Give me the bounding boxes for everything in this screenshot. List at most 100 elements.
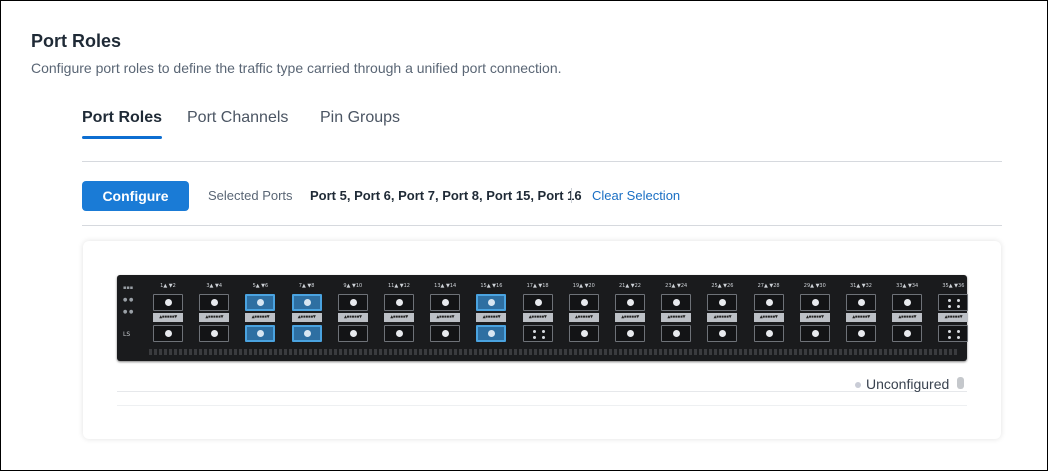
port-led-icon xyxy=(811,299,819,306)
port-group: 17▲ ▼18▲▪▪▪▪▪▼ xyxy=(519,283,557,349)
port-26[interactable] xyxy=(707,325,738,342)
port-lane-icon xyxy=(532,336,536,339)
port-lane-icon xyxy=(948,305,952,308)
port-group-label: 19▲ ▼20 xyxy=(572,283,595,289)
port-11[interactable] xyxy=(384,294,414,311)
port-33[interactable] xyxy=(892,294,923,311)
port-group: 23▲ ▼24▲▪▪▪▪▪▼ xyxy=(657,283,695,349)
port-14[interactable] xyxy=(430,325,461,342)
port-group-marker-arrows-icon: ▲▪▪▪▪▪▼ xyxy=(297,314,316,320)
port-group-label: 11▲ ▼12 xyxy=(387,283,410,289)
port-12[interactable] xyxy=(384,325,414,342)
port-led-icon xyxy=(488,299,496,306)
port-15[interactable] xyxy=(476,294,507,311)
port-led-icon xyxy=(211,330,219,337)
port-group-marker: ▲▪▪▪▪▪▼ xyxy=(799,313,830,322)
port-group-label: 15▲ ▼16 xyxy=(480,283,503,289)
port-34[interactable] xyxy=(892,325,923,342)
port-group: 33▲ ▼34▲▪▪▪▪▪▼ xyxy=(888,283,926,349)
port-9[interactable] xyxy=(337,294,368,311)
tab-pin-groups[interactable]: Pin Groups xyxy=(320,109,401,126)
port-group-label: 9▲ ▼10 xyxy=(343,283,363,289)
port-group-marker: ▲▪▪▪▪▪▼ xyxy=(938,313,969,322)
port-led-icon xyxy=(719,330,727,337)
port-group-marker: ▲▪▪▪▪▪▼ xyxy=(245,313,276,322)
tab-port-channels[interactable]: Port Channels xyxy=(187,109,289,126)
port-24[interactable] xyxy=(661,325,692,342)
port-4[interactable] xyxy=(199,325,230,342)
port-led-icon xyxy=(627,299,634,306)
port-1[interactable] xyxy=(153,294,183,311)
port-group-marker-arrows-icon: ▲▪▪▪▪▪▼ xyxy=(852,314,870,320)
port-lane-icon xyxy=(541,330,545,333)
port-group-marker-arrows-icon: ▲▪▪▪▪▪▼ xyxy=(159,314,177,320)
port-led-icon xyxy=(396,299,403,306)
port-31[interactable] xyxy=(846,294,876,311)
port-group: 25▲ ▼26▲▪▪▪▪▪▼ xyxy=(703,283,741,349)
port-28[interactable] xyxy=(753,325,784,342)
port-led-icon xyxy=(442,330,450,337)
legend-border xyxy=(117,391,967,392)
port-group: 1▲ ▼2▲▪▪▪▪▪▼ xyxy=(149,283,187,349)
port-13[interactable] xyxy=(430,294,461,311)
port-36[interactable] xyxy=(938,325,969,342)
port-5[interactable] xyxy=(245,294,276,311)
port-19[interactable] xyxy=(568,294,599,311)
port-27[interactable] xyxy=(753,294,784,311)
port-group-label: 7▲ ▼8 xyxy=(298,283,315,289)
port-group-marker-arrows-icon: ▲▪▪▪▪▪▼ xyxy=(898,314,916,320)
configure-button[interactable]: Configure xyxy=(82,181,189,211)
selected-ports-label: Selected Ports xyxy=(208,188,293,203)
port-7[interactable] xyxy=(291,294,322,311)
port-led-icon xyxy=(349,330,357,337)
port-32[interactable] xyxy=(846,325,876,342)
port-group-marker-arrows-icon: ▲▪▪▪▪▪▼ xyxy=(251,314,270,320)
clear-selection-link[interactable]: Clear Selection xyxy=(592,188,681,203)
port-18[interactable] xyxy=(522,325,553,342)
port-21[interactable] xyxy=(615,294,645,311)
port-led-icon xyxy=(627,330,634,337)
port-20[interactable] xyxy=(568,325,599,342)
port-23[interactable] xyxy=(661,294,692,311)
port-30[interactable] xyxy=(799,325,830,342)
legend-scrollbar[interactable] xyxy=(957,377,964,389)
port-6[interactable] xyxy=(245,325,276,342)
port-lane-icon xyxy=(948,330,952,333)
switch-ls-icon: LS xyxy=(123,331,131,338)
port-group-marker-arrows-icon: ▲▪▪▪▪▪▼ xyxy=(621,314,639,320)
status-led-icon: ● ● xyxy=(123,297,134,303)
port-led-icon xyxy=(257,330,265,337)
port-lane-icon xyxy=(541,336,545,339)
port-group-marker-arrows-icon: ▲▪▪▪▪▪▼ xyxy=(713,314,732,320)
port-led-icon xyxy=(534,299,542,306)
port-group-marker: ▲▪▪▪▪▪▼ xyxy=(892,313,923,322)
port-group-label: 13▲ ▼14 xyxy=(434,283,457,289)
port-35[interactable] xyxy=(938,294,969,311)
port-group-marker-arrows-icon: ▲▪▪▪▪▪▼ xyxy=(344,314,362,320)
port-2[interactable] xyxy=(153,325,183,342)
port-29[interactable] xyxy=(799,294,830,311)
port-group-marker-arrows-icon: ▲▪▪▪▪▪▼ xyxy=(528,314,547,320)
port-10[interactable] xyxy=(337,325,368,342)
legend-border xyxy=(117,405,967,406)
port-8[interactable] xyxy=(291,325,322,342)
port-3[interactable] xyxy=(199,294,230,311)
toolbar-separator xyxy=(571,188,572,203)
port-25[interactable] xyxy=(707,294,738,311)
port-group-marker: ▲▪▪▪▪▪▼ xyxy=(430,313,461,322)
port-group-marker: ▲▪▪▪▪▪▼ xyxy=(707,313,738,322)
port-16[interactable] xyxy=(476,325,507,342)
port-22[interactable] xyxy=(615,325,645,342)
port-led-icon xyxy=(858,299,865,306)
tab-port-roles[interactable]: Port Roles xyxy=(82,109,163,126)
page-title: Port Roles xyxy=(31,31,122,51)
port-group-marker-arrows-icon: ▲▪▪▪▪▪▼ xyxy=(575,314,593,320)
port-group-label: 31▲ ▼32 xyxy=(849,283,872,289)
port-led-icon xyxy=(442,299,450,306)
port-group-marker-arrows-icon: ▲▪▪▪▪▪▼ xyxy=(390,314,408,320)
port-group-marker: ▲▪▪▪▪▪▼ xyxy=(384,313,414,322)
tabs-divider xyxy=(82,161,1002,162)
port-led-icon xyxy=(349,299,357,306)
port-17[interactable] xyxy=(522,294,553,311)
